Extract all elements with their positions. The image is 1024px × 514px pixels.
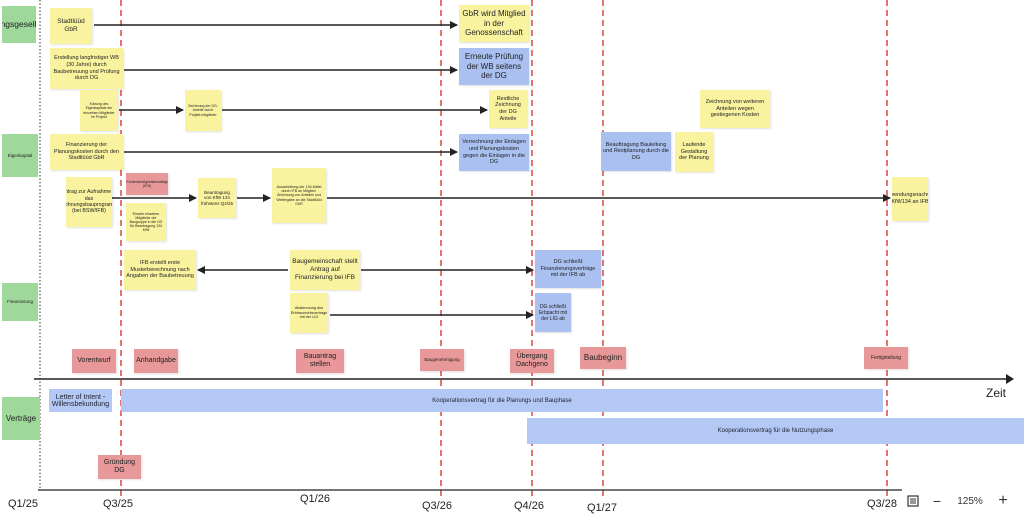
quarter-label-q1-27: Q1/27 xyxy=(587,502,617,514)
lane-finanzierung: Finanzierung xyxy=(2,283,38,321)
note-zeichnung-weitere[interactable]: Zeichnung von weiteren Anteilen wegen ge… xyxy=(700,90,770,128)
zoom-toolbar: − 125% + xyxy=(902,489,1024,513)
note-dg-erbpacht[interactable]: DG schließt Erbpacht mit der LIG ab xyxy=(535,293,571,332)
note-verrechnung[interactable]: Verrechnung der Einlagen und Planungskos… xyxy=(459,134,529,171)
contract-koop-nutzung[interactable]: Kooperationsvertrag für die Nutzungsphas… xyxy=(527,418,1024,444)
quarter-label-q1-25: Q1/25 xyxy=(8,498,38,510)
note-foerderwuerdigkeit[interactable]: Förderwürdigkeitsbestätigt (IFM) xyxy=(126,173,168,195)
quarter-label-q4-26: Q4/26 xyxy=(514,500,544,512)
note-einzeln[interactable]: Einzeln einzelner Mitglieder der Baugrup… xyxy=(126,203,166,241)
note-antrag[interactable]: Antrag zur Aufnahme in das Wohnungsbaupr… xyxy=(66,177,112,227)
note-verwendung[interactable]: Verwendungsnachweis KfW134 an IFB xyxy=(892,177,928,221)
zoom-in-button[interactable]: + xyxy=(998,492,1008,509)
milestone-baugenehmigung[interactable]: Baugenehmigung xyxy=(420,349,464,371)
note-stadtlued[interactable]: Stadtlüüd GbR xyxy=(50,8,92,44)
milestone-uebergang[interactable]: Übergang Dachgeno xyxy=(510,349,554,373)
fit-to-screen-icon[interactable] xyxy=(902,490,924,512)
note-zeichnung-dg[interactable]: Zeichnung der DG-Anteile durch Projekt-m… xyxy=(185,90,221,131)
note-erneute-pruefung[interactable]: Erneute Prüfung der WB seitens der DG xyxy=(459,48,529,85)
lane-vertraege: Verträge xyxy=(2,397,40,440)
note-beauftragung-bauleitung[interactable]: Beauftragung Bauleitung und Restplanung … xyxy=(601,132,671,171)
note-abstimmung[interactable]: Abstimmung des Erbbaurechtsvertrags mit … xyxy=(290,293,328,333)
note-finanzierung-planung[interactable]: Finanzierung der Planungskosten durch de… xyxy=(50,134,123,170)
milestone-vorentwurf[interactable]: Vorentwurf xyxy=(72,349,116,373)
lane-eigenkapital: Eigenkapital xyxy=(2,134,38,177)
milestone-anhandgabe[interactable]: Anhandgabe xyxy=(134,349,178,373)
zoom-out-button[interactable]: − xyxy=(932,493,942,509)
contract-koop-planung[interactable]: Kooperationsvertrag für die Planungs und… xyxy=(121,389,883,412)
note-ifb-muster[interactable]: IFB erstellt erste Musterberechnung nach… xyxy=(124,250,196,290)
note-erstellung-wb[interactable]: Erstellung langfristiger WB (30 Jahre) d… xyxy=(50,48,123,89)
milestone-bauantrag[interactable]: Bauantrag stellen xyxy=(296,349,344,373)
lane-planung: Planungsgesellschaft xyxy=(2,6,36,43)
contract-loi[interactable]: Letter of Intent - Willensbekundung xyxy=(49,389,112,412)
note-laufende[interactable]: Laufende Gestaltung der Planung xyxy=(675,132,713,172)
contract-gruendung[interactable]: Gründung DG xyxy=(98,455,141,479)
milestone-fertigstellung[interactable]: Fertigstellung xyxy=(864,347,908,369)
zoom-level: 125% xyxy=(957,495,983,507)
note-dg-finanzierung[interactable]: DG schließt Finanzierungsverträge mit de… xyxy=(535,250,601,288)
quarter-label-q3-28: Q3/28 xyxy=(867,498,897,510)
quarter-label-q3-25: Q3/25 xyxy=(103,498,133,510)
time-axis-arrowhead xyxy=(1006,374,1014,384)
time-axis-label: Zeit xyxy=(986,386,1007,400)
milestone-baubeginn[interactable]: Baubeginn xyxy=(580,347,626,369)
note-ausschuettung[interactable]: Ausschüttung der 134-Mittel durch IFB an… xyxy=(272,168,326,223)
note-baugemeinschaft[interactable]: Baugemeinschaft stellt Antrag auf Finanz… xyxy=(290,250,360,290)
note-beantragung[interactable]: Beantragung von KfW 134 frühstens Q4/25 xyxy=(198,178,236,218)
note-gbr-mitglied[interactable]: GbR wird Mitglied in der Genossenschaft xyxy=(459,5,529,42)
quarter-label-q1-26: Q1/26 xyxy=(300,493,330,505)
note-restliche[interactable]: Restliche Zeichnung der DG Anteile xyxy=(489,90,527,128)
quarter-label-q3-26: Q3/26 xyxy=(422,500,452,512)
note-klaerung[interactable]: Klärung des Eigenkapitals der einzelnen … xyxy=(80,90,118,131)
